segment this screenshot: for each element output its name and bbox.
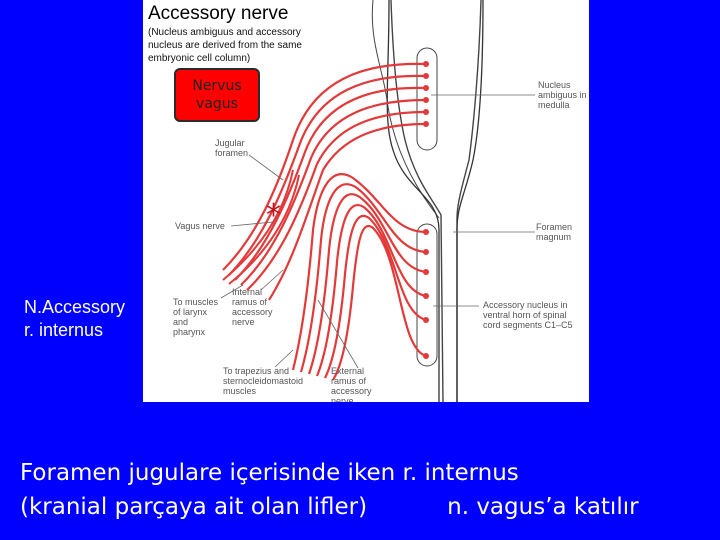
side-label: N.Accessory r. internus [24, 296, 125, 342]
label-accessory-nucleus: Accessory nucleus in ventral horn of spi… [483, 300, 573, 330]
label-foramen-magnum: Foramen magnum [536, 222, 573, 242]
nerve-diagram [220, 0, 535, 402]
spinal-fiber [291, 173, 427, 371]
side-label-line1: N.Accessory [24, 297, 126, 317]
caption-line2: (kranial parçaya ait olan lifler) n. vagu… [20, 490, 639, 524]
cranial-fiber [234, 86, 427, 281]
leader-lines [220, 94, 535, 369]
nervus-vagus-box: Nervus vagus [174, 68, 260, 122]
spinal-nucleus-outline [416, 223, 438, 367]
label-vagus-nerve: Vagus nerve [175, 221, 225, 231]
figure-title: Accessory nerve [148, 3, 289, 24]
caption-line2-part2: n. vagus’a katılır [447, 494, 639, 520]
cord-edge-right [456, 0, 484, 402]
cranial-fiber [246, 110, 427, 291]
brainstem-outline [390, 0, 482, 402]
label-to-muscles: To muscles of larynx and pharynx [173, 297, 219, 337]
vagus-fibers [222, 169, 300, 285]
anatomy-figure: Accessory nerve (Nucleus ambiguus and ac… [143, 0, 589, 402]
vagus-fiber [222, 169, 294, 281]
brainstem-outline-right [371, 0, 440, 219]
medulla-nucleus-outline [416, 47, 438, 151]
spinal-fiber [332, 225, 427, 381]
spinal-fiber [315, 204, 427, 377]
cranial-fiber [240, 98, 427, 286]
label-nucleus-ambiguus: Nucleus ambiguus in medulla [538, 80, 587, 110]
side-label-line2: r. internus [24, 320, 104, 340]
label-to-trapezius: To trapezius and sternocleidomastoid mus… [223, 366, 304, 396]
caption-line2-part1: (kranial parçaya ait olan lifler) [20, 494, 368, 520]
spinal-fibers [291, 173, 427, 381]
label-external-ramus: External ramus of accessory nerve [331, 366, 372, 402]
cranial-fibers [222, 62, 427, 301]
nucleus-cells [423, 61, 429, 359]
cranial-fiber [268, 122, 427, 301]
figure-note: (Nucleus ambiguus and accessory nucleus … [148, 27, 302, 64]
spinal-fiber [307, 193, 427, 375]
spinal-fiber [324, 214, 427, 379]
caption: Foramen jugulare içerisinde iken r. inte… [20, 456, 639, 524]
label-jugular-foramen: Jugular foramen [215, 138, 249, 158]
label-internal-ramus: Internal ramus of accessory nerve [232, 287, 273, 327]
cranial-fiber [228, 74, 427, 276]
vagus-fiber [228, 174, 300, 285]
asterisk-marker: * [266, 198, 281, 233]
cranial-fiber [222, 62, 427, 271]
caption-line1: Foramen jugulare içerisinde iken r. inte… [20, 460, 519, 486]
cord-edge-left [386, 0, 440, 402]
spinal-fiber [299, 183, 427, 373]
